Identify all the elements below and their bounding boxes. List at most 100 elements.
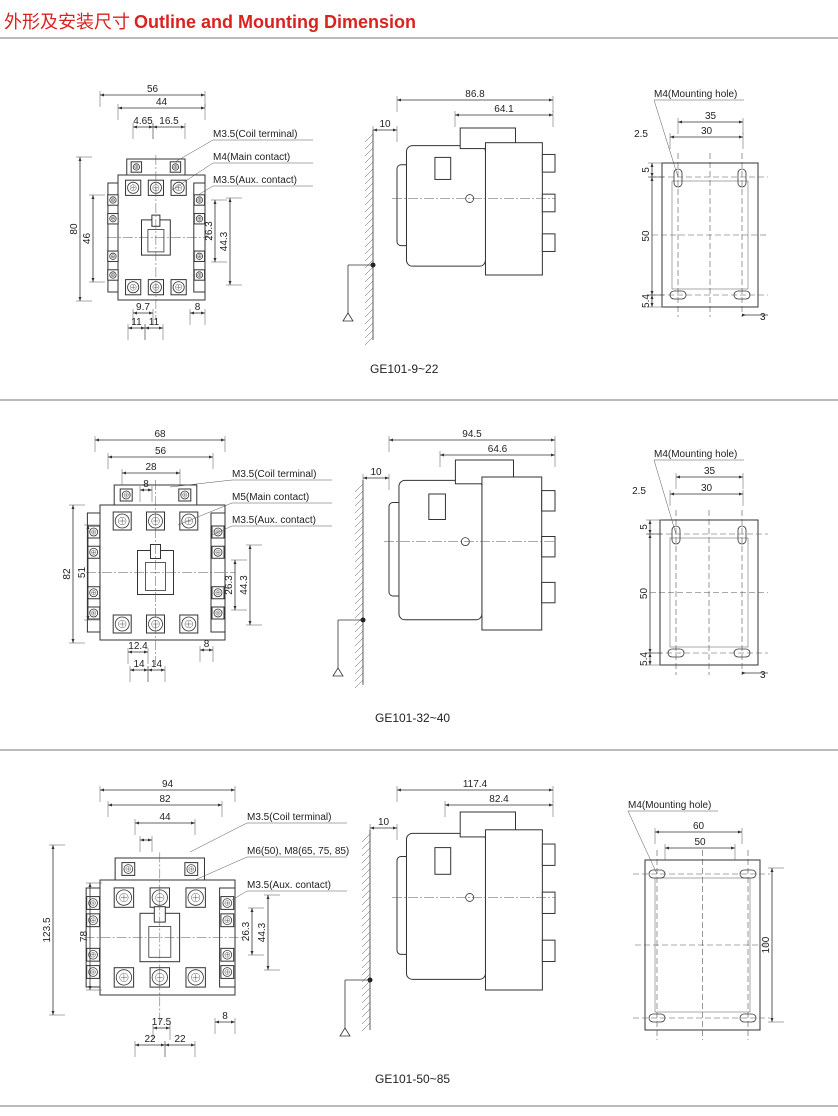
dimension-value: 46: [82, 233, 93, 245]
dim-aux-a: 26.3: [241, 907, 264, 956]
dimension-value: 11: [131, 317, 142, 328]
dimension-value: 3: [760, 670, 766, 681]
dim-pole-left: 22: [134, 1034, 166, 1057]
dim-mount-w2: 30: [669, 126, 744, 149]
dimension-value: 86.8: [465, 89, 485, 100]
dim-pole-right: 22: [164, 1034, 196, 1057]
dimension-value: 117.4: [463, 779, 488, 790]
dimension-value: 5: [641, 167, 652, 173]
callout-text: M6(50), M8(65, 75, 85): [247, 846, 349, 857]
dimension-value: 30: [701, 483, 713, 494]
dim-pole-right: 14: [147, 659, 166, 682]
ground-symbol: [339, 977, 373, 1037]
dimension-value: 10: [378, 817, 390, 828]
dimension-value: 10: [370, 467, 382, 478]
dimension-value: 44.3: [257, 922, 268, 942]
dim-mount-height: 100: [761, 867, 784, 1023]
dimension-value: 78: [79, 931, 90, 943]
dim-mount-height: 50: [641, 176, 664, 296]
dim-pole-left: 14: [129, 659, 149, 682]
mounting-hole: [737, 168, 747, 188]
dim-side-depth-b: 82.4: [444, 794, 554, 817]
dim-aux-a: 26.3: [204, 199, 227, 263]
dimension-value: 12.4: [128, 641, 148, 652]
dim-mount-height: 46: [82, 194, 105, 283]
model-caption: GE101-50~85: [375, 1072, 450, 1086]
dim-pitch-b: 16.5: [152, 116, 186, 139]
dimension-value: 9.7: [136, 302, 150, 313]
dimension-value: 5.4: [639, 652, 650, 666]
dimension-value: 80: [69, 223, 80, 235]
callout-label: M4(Main contact): [171, 152, 313, 191]
dim-bottom-a: 9.7: [132, 302, 154, 325]
callout-label: M3.5(Aux. contact): [231, 880, 347, 901]
dim-pitch-a: 44: [134, 812, 196, 835]
mounting-hole: [673, 168, 683, 188]
callout-label: M3.5(Aux. contact): [197, 175, 313, 196]
dimension-value: 50: [694, 837, 706, 848]
dim-mount-offset: 2.5: [632, 486, 646, 497]
dimension-value: 50: [639, 588, 650, 600]
dim-overall-width: 68: [94, 429, 226, 452]
dimension-value: 10: [379, 119, 391, 130]
dim-overall-width: 56: [99, 84, 206, 107]
mounting-hole: [737, 525, 747, 545]
dimension-value: 56: [147, 84, 159, 95]
dim-aux-w: 8: [214, 1011, 236, 1034]
dim-pitch-a: 4.65: [132, 116, 154, 139]
callout-label: M3.5(Coil terminal): [169, 469, 332, 488]
mounting-wall: [364, 130, 374, 346]
callout-text: M3.5(Aux. contact): [232, 515, 316, 526]
mounting-hole-label: M4(Mounting hole): [628, 800, 711, 811]
dimension-value: 56: [155, 446, 167, 457]
dimension-value: 82: [62, 568, 73, 580]
dim-mount-right: 3: [742, 670, 768, 681]
dimension-value: 11: [149, 317, 160, 328]
dim-mount-w2: 30: [669, 483, 744, 506]
dim-mount-w2: 50: [664, 837, 736, 860]
mounting-hole: [671, 525, 681, 545]
callout-text: M3.5(Aux. contact): [247, 880, 331, 891]
dim-mount-height: 78: [79, 882, 102, 991]
callout-text: M4(Main contact): [213, 152, 290, 163]
dimension-value: 22: [144, 1034, 156, 1045]
ground-symbol: [342, 262, 376, 322]
dim-side-clearance: 10: [372, 119, 398, 142]
dimension-value: 28: [145, 462, 157, 473]
dimension-value: 44.3: [219, 231, 230, 251]
dim-aux-a: 26.3: [224, 559, 247, 611]
dim-mount-width: 82: [107, 794, 223, 817]
callout-label: M3.5(Coil terminal): [189, 812, 347, 853]
dimension-value: 35: [704, 466, 716, 477]
dim-overall-width: 94: [99, 779, 236, 802]
mounting-hole-callout: M4(Mounting hole): [653, 449, 744, 535]
dim-pitch-a: 28: [121, 462, 181, 485]
dimension-value: 22: [174, 1034, 186, 1045]
dim-mount-bottom: 5.4: [639, 652, 662, 666]
dimension-value: 30: [701, 126, 713, 137]
title-chinese: 外形及安装尺寸: [4, 12, 130, 33]
dim-mount-w: 35: [677, 111, 744, 134]
dim-bottom-a: 12.4: [127, 641, 149, 664]
mounting-hole-label: M4(Mounting hole): [654, 449, 737, 460]
dimension-value: 4.65: [133, 116, 153, 127]
dimension-value: 8: [195, 302, 201, 313]
dim-mount-right: 3: [742, 312, 768, 323]
dimension-value: 60: [693, 821, 705, 832]
dimension-value: 82.4: [489, 794, 509, 805]
dimension-value: 26.3: [204, 221, 215, 241]
dimension-value: 8: [143, 479, 149, 490]
dimension-value: 35: [705, 111, 717, 122]
front-view: [84, 852, 245, 1023]
dim-mount-top: 5: [641, 162, 664, 178]
dimension-value: 50: [641, 230, 652, 242]
dimension-value: 44: [159, 812, 171, 823]
dim-side-clearance: 10: [362, 467, 390, 490]
dim-mount-width: 44: [117, 97, 206, 120]
dimension-value: 64.1: [494, 104, 514, 115]
